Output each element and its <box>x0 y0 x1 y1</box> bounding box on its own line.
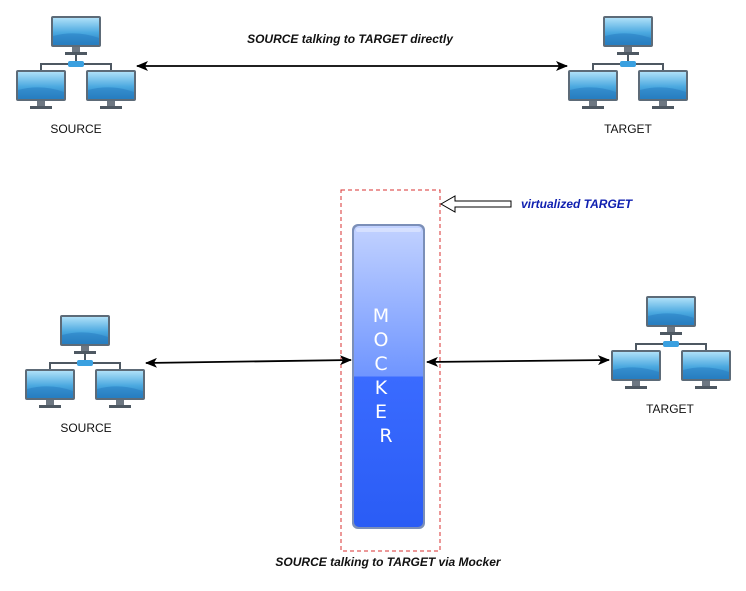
mocker-target-double-arrow-icon <box>426 355 610 367</box>
direct-caption: SOURCE talking to TARGET directly <box>247 32 454 46</box>
top-target-network-icon <box>568 16 688 109</box>
mocker-label: M O C K E R <box>373 305 403 447</box>
bottom-source-network-icon <box>25 315 145 408</box>
source-mocker-double-arrow-icon <box>145 355 352 368</box>
virtualized-target-label: virtualized TARGET <box>521 197 634 211</box>
bottom-target-label: TARGET <box>646 402 694 416</box>
top-source-label: SOURCE <box>50 122 101 136</box>
mocked-caption: SOURCE talking to TARGET via Mocker <box>275 555 501 569</box>
bottom-source-label: SOURCE <box>60 421 111 435</box>
top-target-label: TARGET <box>604 122 652 136</box>
bottom-target-network-icon <box>611 296 731 389</box>
virtualized-hollow-arrow-icon <box>439 195 512 213</box>
mocker-block <box>352 224 425 529</box>
top-source-network-icon <box>16 16 136 109</box>
virtualized-target-boundary <box>340 189 441 552</box>
